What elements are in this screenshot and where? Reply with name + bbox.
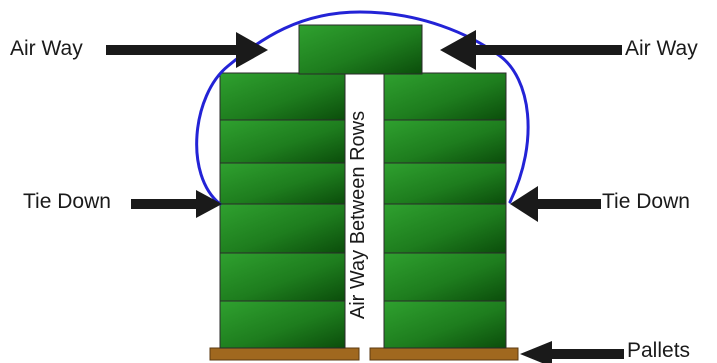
tie-down-strap — [195, 10, 530, 206]
box — [219, 300, 346, 349]
box — [219, 119, 346, 164]
left-box-stack — [219, 72, 346, 349]
top-box — [298, 24, 423, 75]
pallet-right — [369, 347, 519, 361]
arrow-tie-down-left — [131, 190, 222, 218]
box — [219, 252, 346, 302]
box — [219, 72, 346, 121]
arrow-tie-down-right — [510, 186, 601, 222]
arrow-air-way-right — [440, 30, 622, 70]
arrow-pallets — [520, 341, 624, 363]
pallet-left — [209, 347, 360, 361]
box — [383, 300, 507, 349]
air-way-left-label: Air Way — [10, 37, 83, 60]
box — [219, 162, 346, 205]
box — [219, 203, 346, 254]
box — [383, 252, 507, 302]
box — [383, 203, 507, 254]
box — [383, 162, 507, 205]
box — [383, 119, 507, 164]
air-way-right-label: Air Way — [625, 37, 698, 60]
tie-down-left-label: Tie Down — [23, 190, 111, 213]
right-box-stack — [383, 72, 507, 349]
pallets-label: Pallets — [627, 339, 691, 362]
air-way-between-rows-label: Air Way Between Rows — [347, 110, 369, 320]
box — [383, 72, 507, 121]
tie-down-right-label: Tie Down — [602, 190, 690, 213]
arrow-air-way-left — [106, 32, 268, 68]
